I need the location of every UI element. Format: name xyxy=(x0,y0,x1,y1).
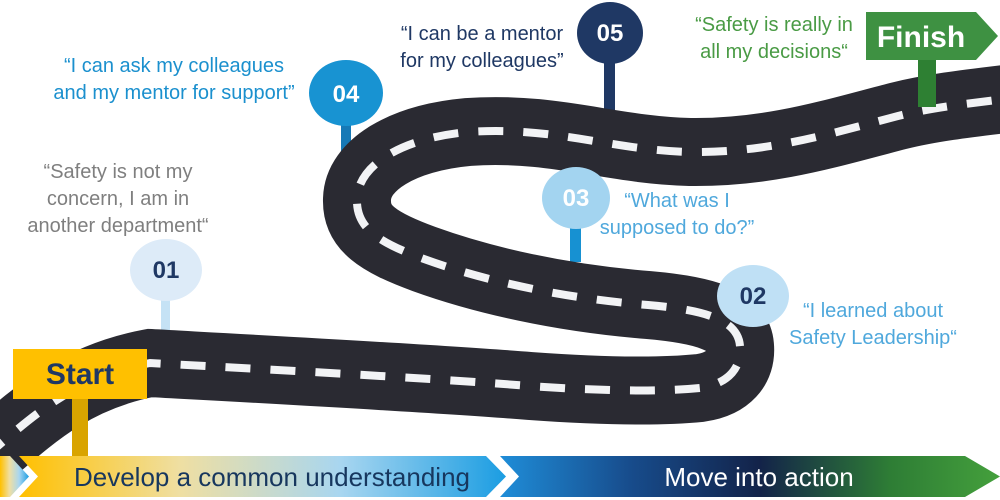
quote-04-line-2: and my mentor for support” xyxy=(53,82,294,104)
phase2-ribbon xyxy=(500,456,1000,497)
quote-02-line-1: “I learned about xyxy=(803,300,944,322)
milestone-01-stem xyxy=(161,295,170,353)
quote-01-line-3: another department“ xyxy=(27,215,208,237)
quote-01-line-1: “Safety is not my xyxy=(44,161,193,183)
quote-finish-line-1: “Safety is really in xyxy=(695,14,853,36)
milestone-01-number: 01 xyxy=(153,257,180,284)
road-center-line xyxy=(0,95,1000,450)
quote-milestone-05: “I can be a mentor for my colleagues” xyxy=(400,23,563,72)
quote-milestone-02: “I learned about Safety Leadership“ xyxy=(789,300,957,349)
start-sign-post xyxy=(72,396,88,458)
quote-02-line-2: Safety Leadership“ xyxy=(789,327,957,349)
finish-sign-label: Finish xyxy=(877,21,965,54)
quote-04-line-1: “I can ask my colleagues xyxy=(64,55,284,77)
phase-banner: Develop a common understanding Move into… xyxy=(0,456,1000,497)
quote-03-line-1: “What was I xyxy=(624,190,730,212)
milestone-05-circle xyxy=(577,2,643,64)
phase2-label: Move into action xyxy=(664,462,853,492)
quote-milestone-03: “What was I supposed to do?” xyxy=(600,190,755,239)
phase1-arrow-fragment xyxy=(0,456,29,497)
phase1-ribbon xyxy=(19,456,506,497)
finish-sign xyxy=(866,12,998,60)
phase1-label: Develop a common understanding xyxy=(74,462,470,492)
milestone-03-stem xyxy=(570,224,581,262)
start-sign-label: Start xyxy=(46,358,114,391)
quote-03-line-2: supposed to do?” xyxy=(600,217,755,239)
finish-sign-post xyxy=(918,59,936,107)
milestone-05-stem xyxy=(604,60,615,114)
quote-05-line-2: for my colleagues” xyxy=(400,50,563,72)
milestone-02-number: 02 xyxy=(740,283,767,310)
milestone-03-number: 03 xyxy=(563,185,590,212)
quote-milestone-04: “I can ask my colleagues and my mentor f… xyxy=(53,55,294,104)
milestone-02-circle xyxy=(717,265,789,327)
quote-finish: “Safety is really in all my decisions“ xyxy=(695,14,853,63)
milestone-05-number: 05 xyxy=(597,20,624,47)
quote-05-line-1: “I can be a mentor xyxy=(401,23,564,45)
start-sign xyxy=(13,349,147,399)
quote-milestone-01: “Safety is not my concern, I am in anoth… xyxy=(27,161,208,237)
milestone-03-circle xyxy=(542,167,610,229)
quote-finish-line-2: all my decisions“ xyxy=(700,41,848,63)
milestone-04-number: 04 xyxy=(333,81,360,108)
milestone-01-circle xyxy=(130,239,202,301)
quote-01-line-2: concern, I am in xyxy=(47,188,189,210)
milestone-04-circle xyxy=(309,60,383,126)
